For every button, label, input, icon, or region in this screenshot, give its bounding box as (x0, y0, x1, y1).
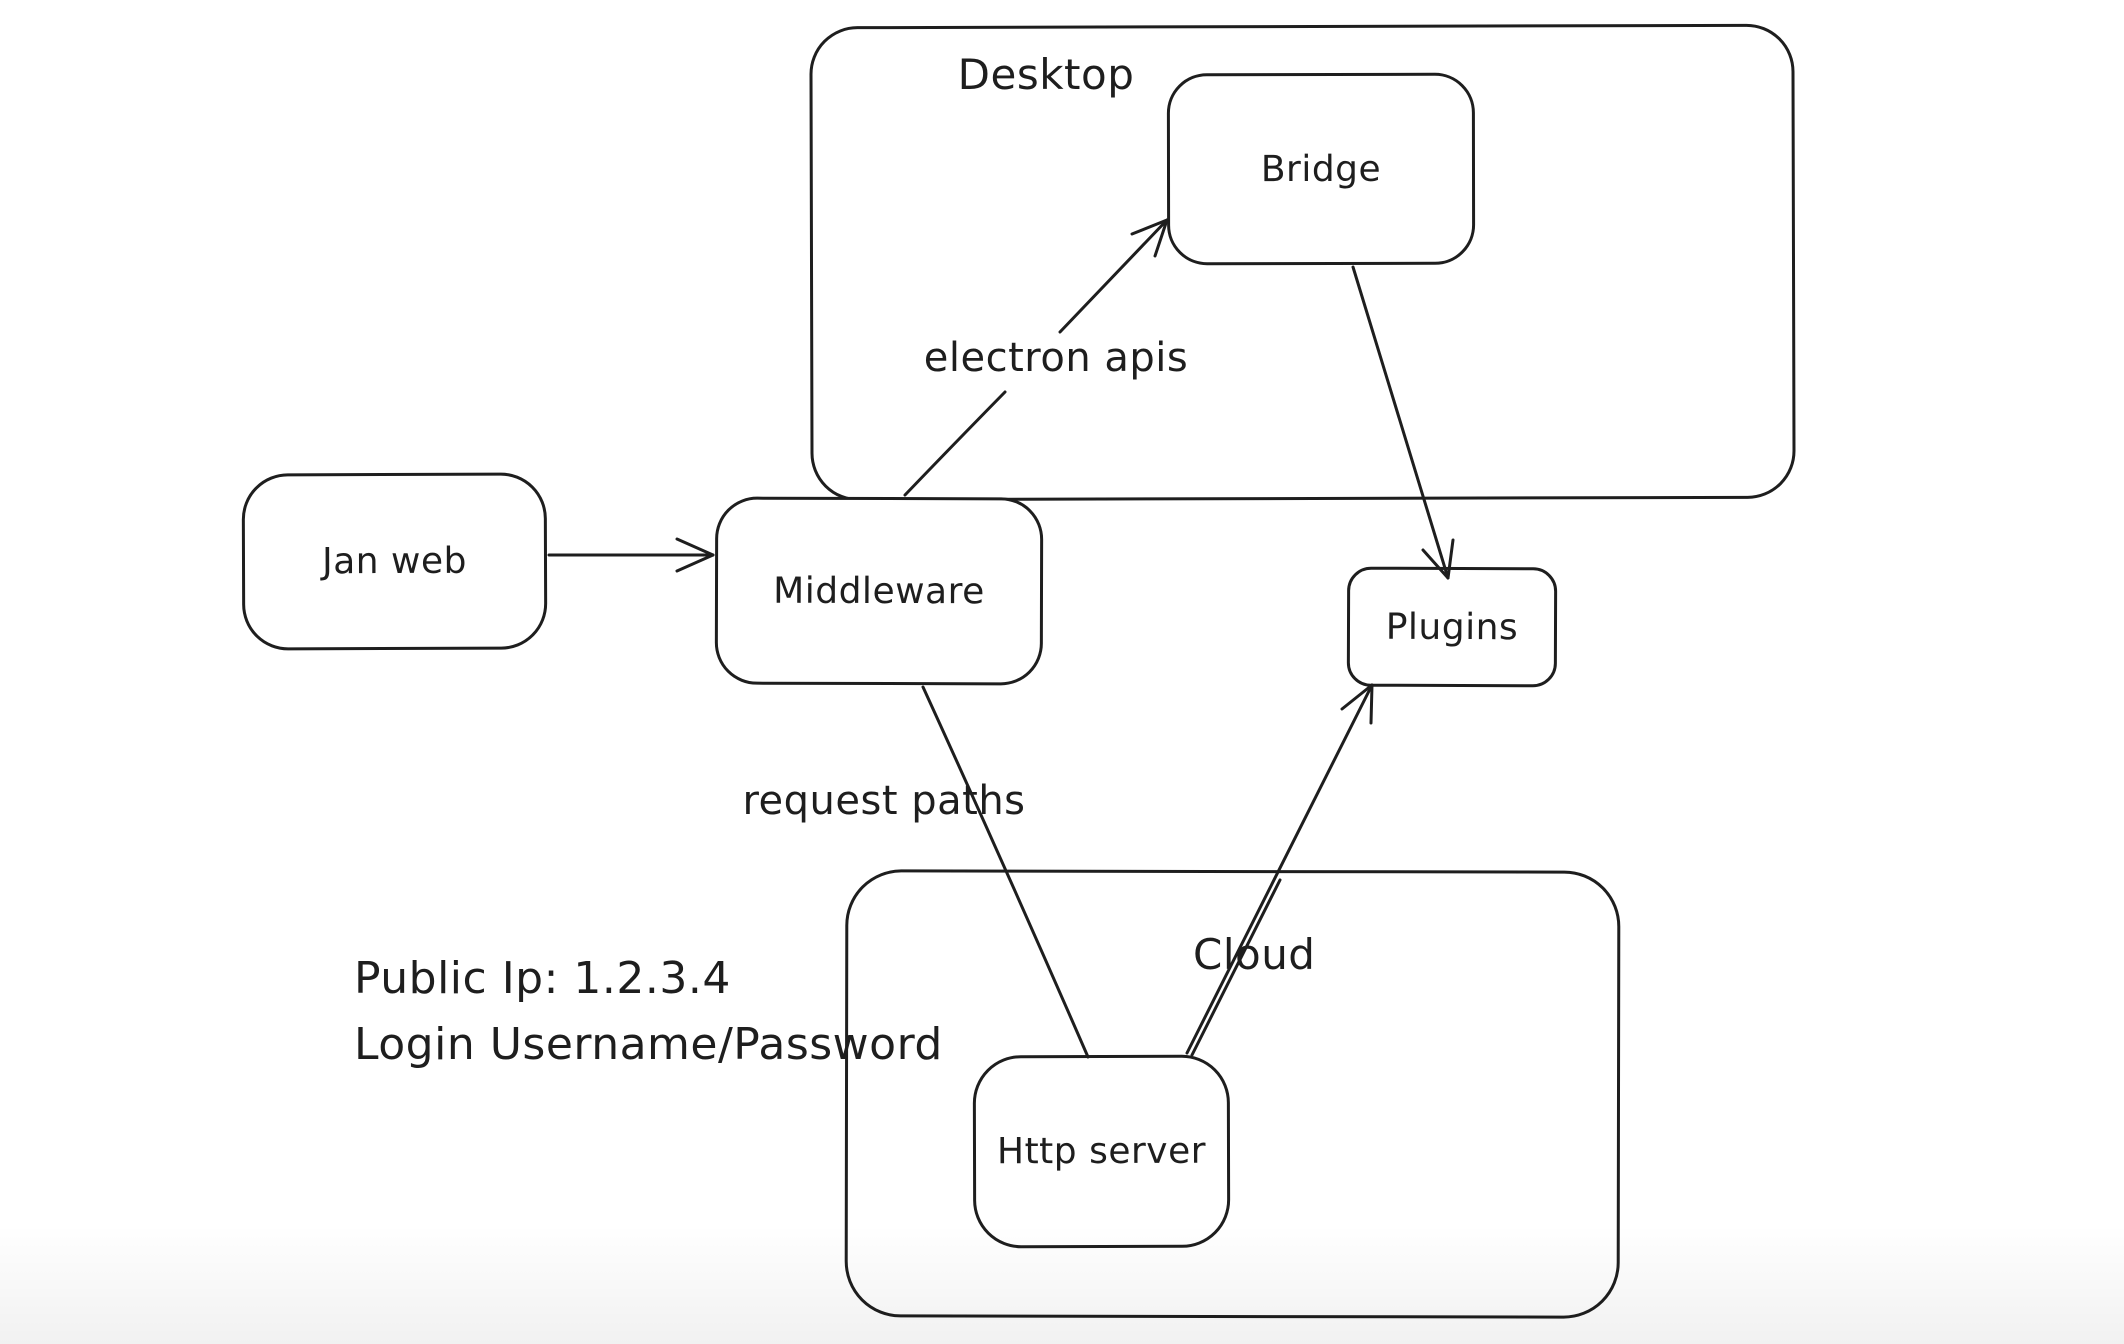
container-cloud-label: Cloud (1193, 930, 1316, 979)
node-jan-web[interactable]: Jan web (241, 472, 548, 651)
note-line-login: Login Username/Password (354, 1019, 943, 1070)
edge-label-request-paths: request paths (742, 778, 1026, 824)
node-bridge[interactable]: Bridge (1166, 72, 1476, 266)
node-http-server[interactable]: Http server (972, 1054, 1231, 1249)
note-line-public-ip: Public Ip: 1.2.3.4 (354, 953, 731, 1004)
note-text[interactable]: Public Ip: 1.2.3.4 Login Username/Passwo… (354, 946, 943, 1078)
node-jan-web-label: Jan web (321, 540, 468, 583)
container-desktop-label: Desktop (957, 50, 1135, 99)
node-middleware[interactable]: Middleware (714, 496, 1044, 686)
edge-label-electron-apis: electron apis (923, 335, 1189, 381)
node-plugins-label: Plugins (1385, 606, 1519, 648)
node-plugins[interactable]: Plugins (1346, 566, 1558, 688)
node-bridge-label: Bridge (1260, 148, 1382, 190)
node-middleware-label: Middleware (773, 570, 985, 612)
node-http-server-label: Http server (996, 1130, 1207, 1173)
arrow-janweb-to-middleware[interactable] (547, 537, 715, 573)
